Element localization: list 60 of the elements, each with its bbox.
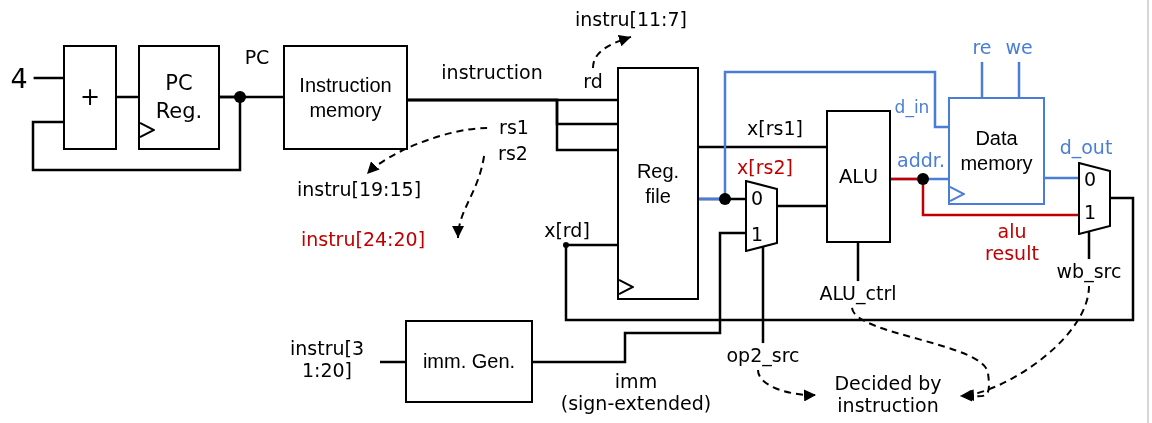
wire [380,360,405,364]
signal-label: rd [583,71,603,93]
signal-label: instru[11:7] [575,9,687,31]
input-number: 0 [1084,169,1097,191]
dashed-arrow [592,35,632,70]
memory-box [948,97,1045,205]
signal-label: instru[3 1:20] [284,338,370,382]
wire [856,243,860,282]
block-label: ALU [839,164,878,189]
input-number: 1 [1084,202,1097,224]
adder-box [63,45,117,150]
signal-label: rs1 [499,117,529,139]
memory-box [283,45,408,150]
register-box [138,45,220,150]
signal-label: ALU_ctrl [819,283,897,305]
note-text: Decided by instruction [822,373,954,417]
operator-label: + [79,81,101,113]
block-label: Instruction memory [298,72,393,123]
wire [891,177,1078,217]
signal-label: wb_src [1056,261,1122,283]
dashed-arrow [961,284,1090,401]
dashed-arrow [851,306,990,402]
wire [1087,231,1091,260]
input-number: 0 [751,188,764,210]
block-label: imm. Gen. [422,349,516,374]
signal-label: instru[24:20] [300,229,426,251]
signal-label: we [1005,37,1033,59]
signal-label: instru[19:15] [296,179,422,201]
wire [778,204,826,208]
wire [980,61,984,97]
wire [533,231,745,364]
input-number: 1 [751,224,764,246]
wire [1017,61,1021,97]
edge-label: d_out [1059,137,1113,159]
dashed-arrow [757,368,817,402]
edge-label: x[rs2] [737,157,793,179]
signal-label: rs2 [498,143,528,165]
constant-label: 4 [10,63,28,95]
signal-label: op2_src [726,345,800,367]
wire [117,95,138,99]
alu-box [826,110,891,243]
wire [564,196,1135,322]
dashed-arrow [452,155,486,239]
wire [699,70,948,201]
block-label: Data memory [959,126,1034,176]
block-label: PC Reg. [154,70,204,125]
wire [408,98,617,152]
wire [33,76,63,80]
edge-label: x[rd] [544,220,590,242]
wire [761,247,765,344]
wire [1045,176,1078,180]
edge-label: x[rs1] [747,118,803,140]
edge-label: d_in [894,98,930,118]
block-label: Reg. file [635,158,681,209]
signal-label: re [972,37,992,59]
wire [31,95,242,172]
generator-box [405,320,533,403]
wire [699,145,826,149]
register-file-box [617,67,699,300]
dashed-arrow [366,127,489,176]
